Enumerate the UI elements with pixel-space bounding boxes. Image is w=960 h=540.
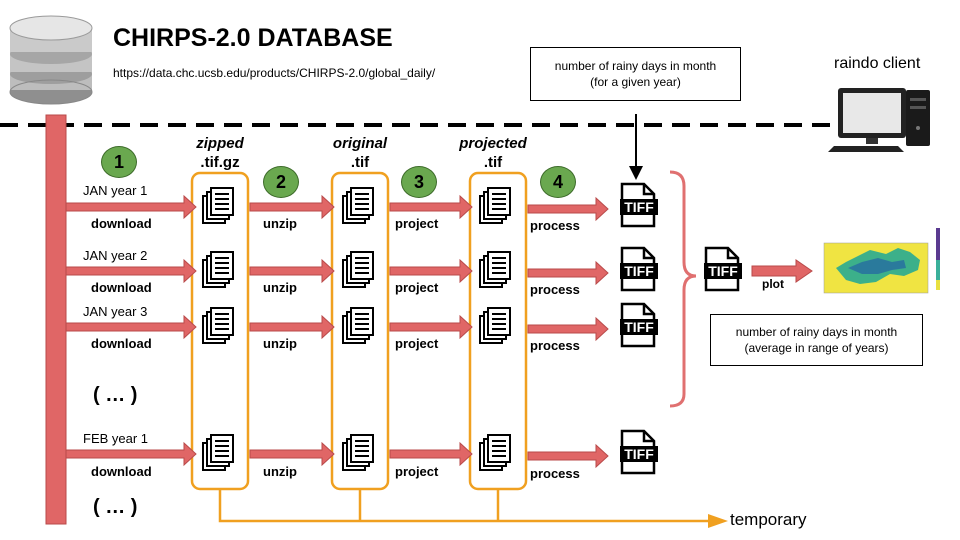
action-unzip: unzip [263,464,297,479]
tiff-icon-label: TIFF [624,199,654,215]
action-plot: plot [762,277,784,291]
action-project: project [395,280,439,295]
process-arrow [527,196,609,222]
step-badge-3: 3 [401,166,437,198]
project-arrow [389,194,473,220]
action-process: process [530,282,580,297]
rainy-days-year-callout: number of rainy days in month (for a giv… [530,47,741,101]
action-download: download [91,464,152,479]
zipped-file-icon [202,434,234,471]
action-unzip: unzip [263,336,297,351]
unzip-arrow [249,441,335,467]
tiff-icon-label: TIFF [708,263,738,279]
step-badge-2: 2 [263,166,299,198]
original-file-icon [342,434,374,471]
action-project: project [395,336,439,351]
tiff-icon-label: TIFF [624,446,654,462]
download-arrow [65,441,197,467]
zipped-file-icon [202,187,234,224]
tiff-icon-label: TIFF [624,263,654,279]
temporary-label: temporary [730,510,807,529]
ellipsis-more-months-2: ( … ) [93,496,138,518]
zipped-file-icon [202,251,234,288]
rainy-days-map-plot [820,228,940,294]
project-arrow [389,258,473,284]
row-label-jan-year-2: JAN year 2 [83,248,148,263]
original-file-icon [342,187,374,224]
zipped-column-header: zipped .tif.gz [175,134,265,172]
download-arrow [65,194,197,220]
unzip-arrow [249,314,335,340]
aggregation-brace [669,170,697,408]
action-project: project [395,216,439,231]
unzip-arrow [249,194,335,220]
project-arrow [389,314,473,340]
projected-file-icon [479,434,511,471]
projected-file-icon [479,187,511,224]
callout-line-2: (for a given year) [590,75,681,89]
database-title: CHIRPS-2.0 DATABASE [113,24,393,52]
action-download: download [91,280,152,295]
column-header-line-2: .tif [483,154,503,171]
ellipsis-more-months: ( … ) [93,384,138,406]
original-column-header: original .tif [315,134,405,172]
action-process: process [530,338,580,353]
action-process: process [530,466,580,481]
row-label-jan-year-3: JAN year 3 [83,304,148,319]
callout-arrow [629,166,643,180]
plot-arrow [751,259,813,283]
download-arrow [65,258,197,284]
original-file-icon [342,251,374,288]
file-icons: TIFF TIFF TIFF TIFF TIFF [202,182,744,475]
callout-line-1: number of rainy days in month [554,59,717,73]
action-download: download [91,216,152,231]
rainy-days-average-callout: number of rainy days in month (average i… [710,314,923,366]
column-header-line-1: projected [459,135,527,152]
download-arrow [65,314,197,340]
row-label-feb-year-1: FEB year 1 [83,431,149,446]
action-unzip: unzip [263,280,297,295]
step-badge-4: 4 [540,166,576,198]
database-url: https://data.chc.ucsb.edu/products/CHIRP… [113,66,436,80]
zipped-file-icon [202,307,234,344]
flow-arrows [65,194,609,469]
row-label-jan-year-1: JAN year 1 [83,183,148,198]
action-unzip: unzip [263,216,297,231]
column-header-line-2: .tif.gz [200,154,240,171]
column-header-line-1: zipped [196,135,244,152]
column-header-line-2: .tif [350,154,370,171]
process-arrow [527,260,609,286]
client-label: raindo client [834,55,921,72]
database-icon [9,15,93,105]
process-arrow [527,443,609,469]
step-badge-1: 1 [101,146,137,178]
projected-file-icon [479,307,511,344]
project-arrow [389,441,473,467]
temporary-arrow [708,514,728,528]
action-process: process [530,218,580,233]
computer-icon [828,88,930,152]
unzip-arrow [249,258,335,284]
tiff-icon-label: TIFF [624,319,654,335]
projected-file-icon [479,251,511,288]
column-header-line-1: original [332,135,388,152]
action-download: download [91,336,152,351]
callout-line-1: number of rainy days in month [735,325,898,339]
projected-column-header: projected .tif [448,134,538,172]
process-arrow [527,316,609,342]
database-source-bar [45,114,67,525]
callout-line-2: (average in range of years) [744,341,889,355]
original-file-icon [342,307,374,344]
action-project: project [395,464,439,479]
